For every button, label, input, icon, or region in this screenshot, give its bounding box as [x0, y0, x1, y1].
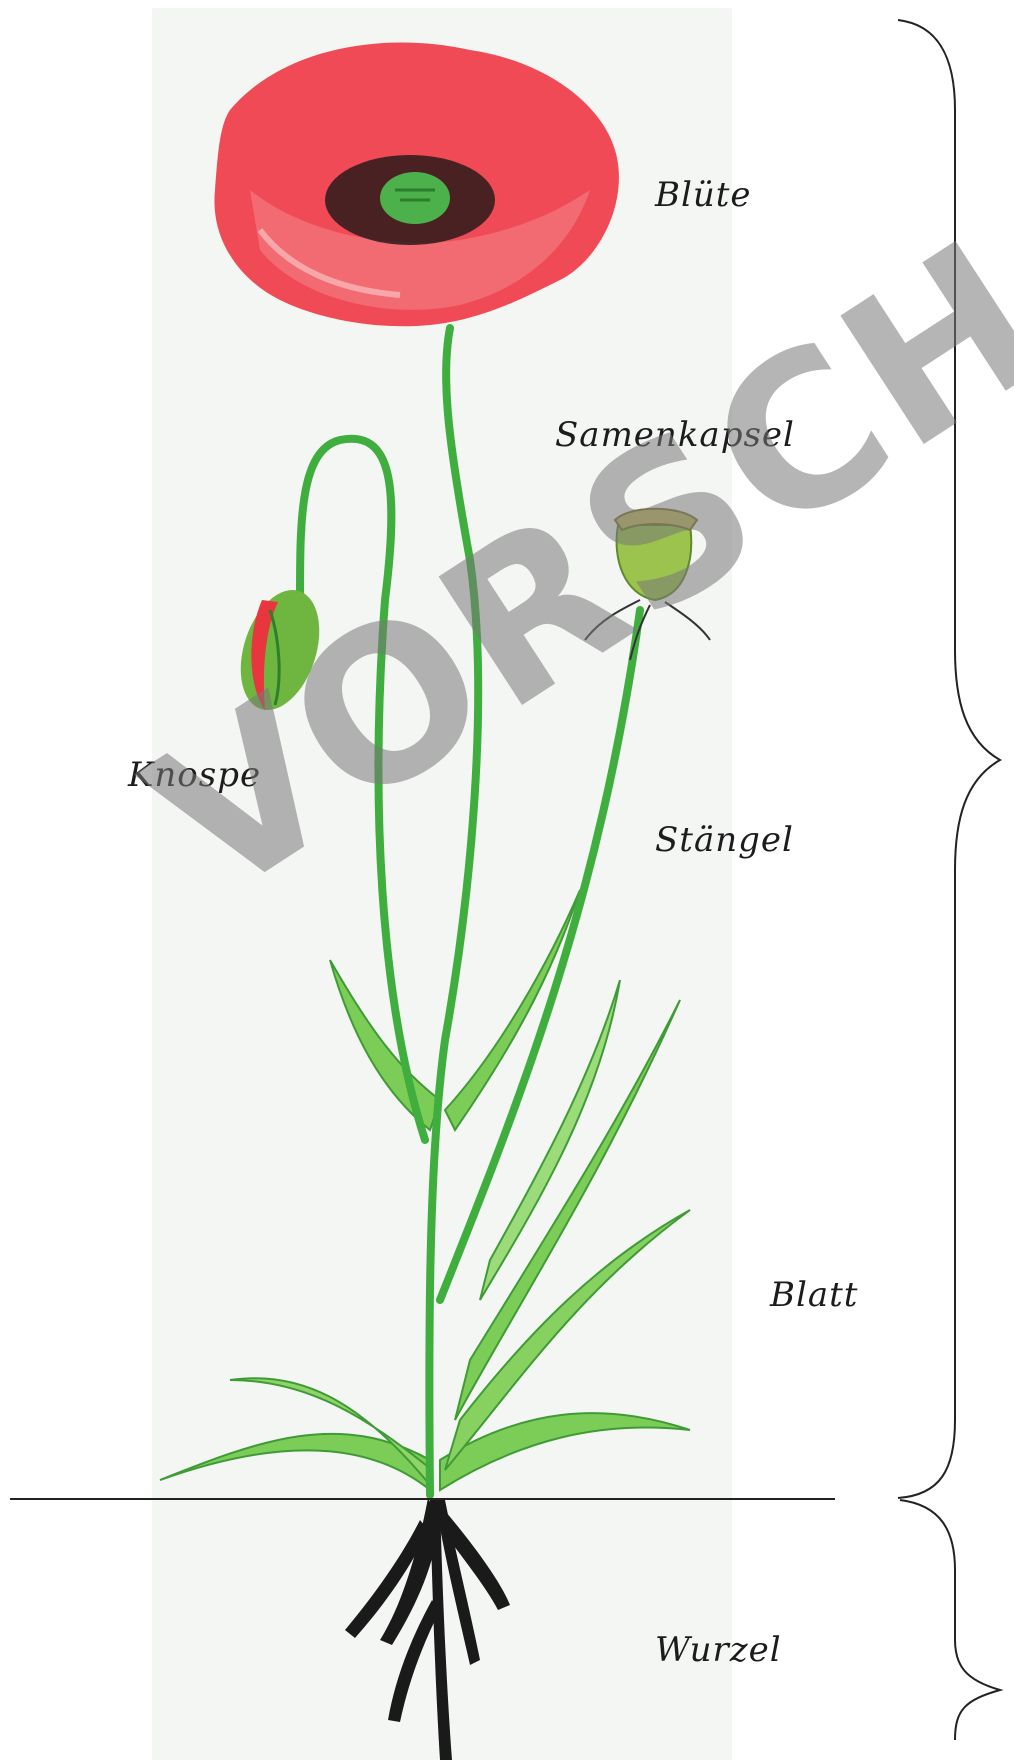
flower-drawing [214, 43, 618, 327]
root-drawing [345, 1498, 510, 1760]
label-bluete: Blüte [655, 175, 752, 215]
ground-line [10, 1498, 835, 1500]
leaf-drawing [160, 890, 690, 1490]
label-wurzel: Wurzel [655, 1630, 782, 1670]
label-blatt: Blatt [770, 1275, 858, 1315]
label-staengel: Stängel [655, 820, 794, 860]
